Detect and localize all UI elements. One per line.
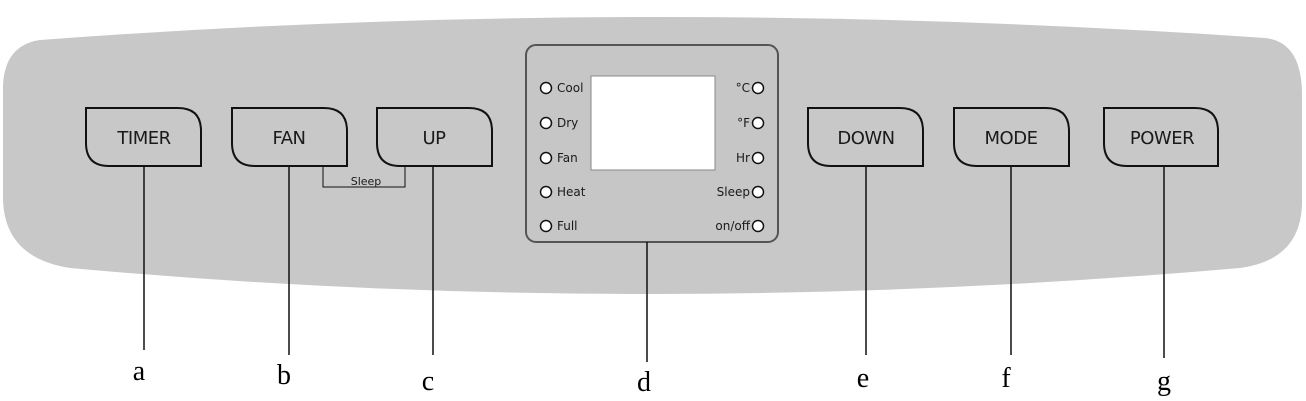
heat-led: [539, 185, 553, 199]
indicators-left: Cool Dry Fan Heat Full: [539, 81, 586, 233]
cool-label: Cool: [557, 81, 583, 95]
up-button[interactable]: UP: [376, 107, 493, 167]
callout-c: c: [422, 366, 434, 397]
cool-led: [539, 81, 553, 95]
mode-button[interactable]: MODE: [953, 107, 1070, 167]
up-button-label: UP: [422, 128, 446, 149]
callout-lines: [143, 166, 1165, 362]
sleep-bracket-label: Sleep: [351, 175, 382, 188]
timer-button-label: TIMER: [116, 128, 170, 149]
celsius-label: °C: [736, 81, 750, 95]
down-button-label: DOWN: [837, 128, 894, 149]
full-label: Full: [557, 219, 578, 233]
callout-letters: a b c d e f g: [133, 356, 1171, 398]
callout-a: a: [133, 356, 146, 387]
dry-label: Dry: [557, 116, 578, 130]
fahrenheit-label: °F: [737, 116, 750, 130]
callout-e: e: [857, 363, 869, 394]
power-button-label: POWER: [1130, 128, 1194, 149]
sleep-led: [751, 185, 765, 199]
callout-g: g: [1157, 366, 1171, 397]
sleep-bracket: Sleep: [322, 165, 406, 188]
mode-button-label: MODE: [985, 128, 1038, 149]
power-button[interactable]: POWER: [1103, 107, 1219, 167]
fan-led: [539, 151, 553, 165]
onoff-label: on/off: [715, 219, 750, 233]
fan-mode-label: Fan: [557, 151, 578, 165]
sleep-indicator-label: Sleep: [717, 185, 750, 199]
lcd-screen: [590, 75, 716, 171]
callout-f: f: [1001, 363, 1011, 394]
fan-button[interactable]: FAN: [231, 107, 348, 167]
full-led: [539, 219, 553, 233]
onoff-led: [751, 219, 765, 233]
indicators-right: °C °F Hr Sleep on/off: [715, 81, 765, 233]
dry-led: [539, 116, 553, 130]
hour-led: [751, 151, 765, 165]
callout-d: d: [637, 367, 651, 398]
celsius-led: [751, 81, 765, 95]
timer-button[interactable]: TIMER: [85, 107, 202, 167]
hour-label: Hr: [736, 151, 750, 165]
fan-button-label: FAN: [273, 128, 306, 149]
callout-b: b: [277, 360, 291, 391]
down-button[interactable]: DOWN: [807, 107, 924, 167]
heat-label: Heat: [557, 185, 586, 199]
fahrenheit-led: [751, 116, 765, 130]
